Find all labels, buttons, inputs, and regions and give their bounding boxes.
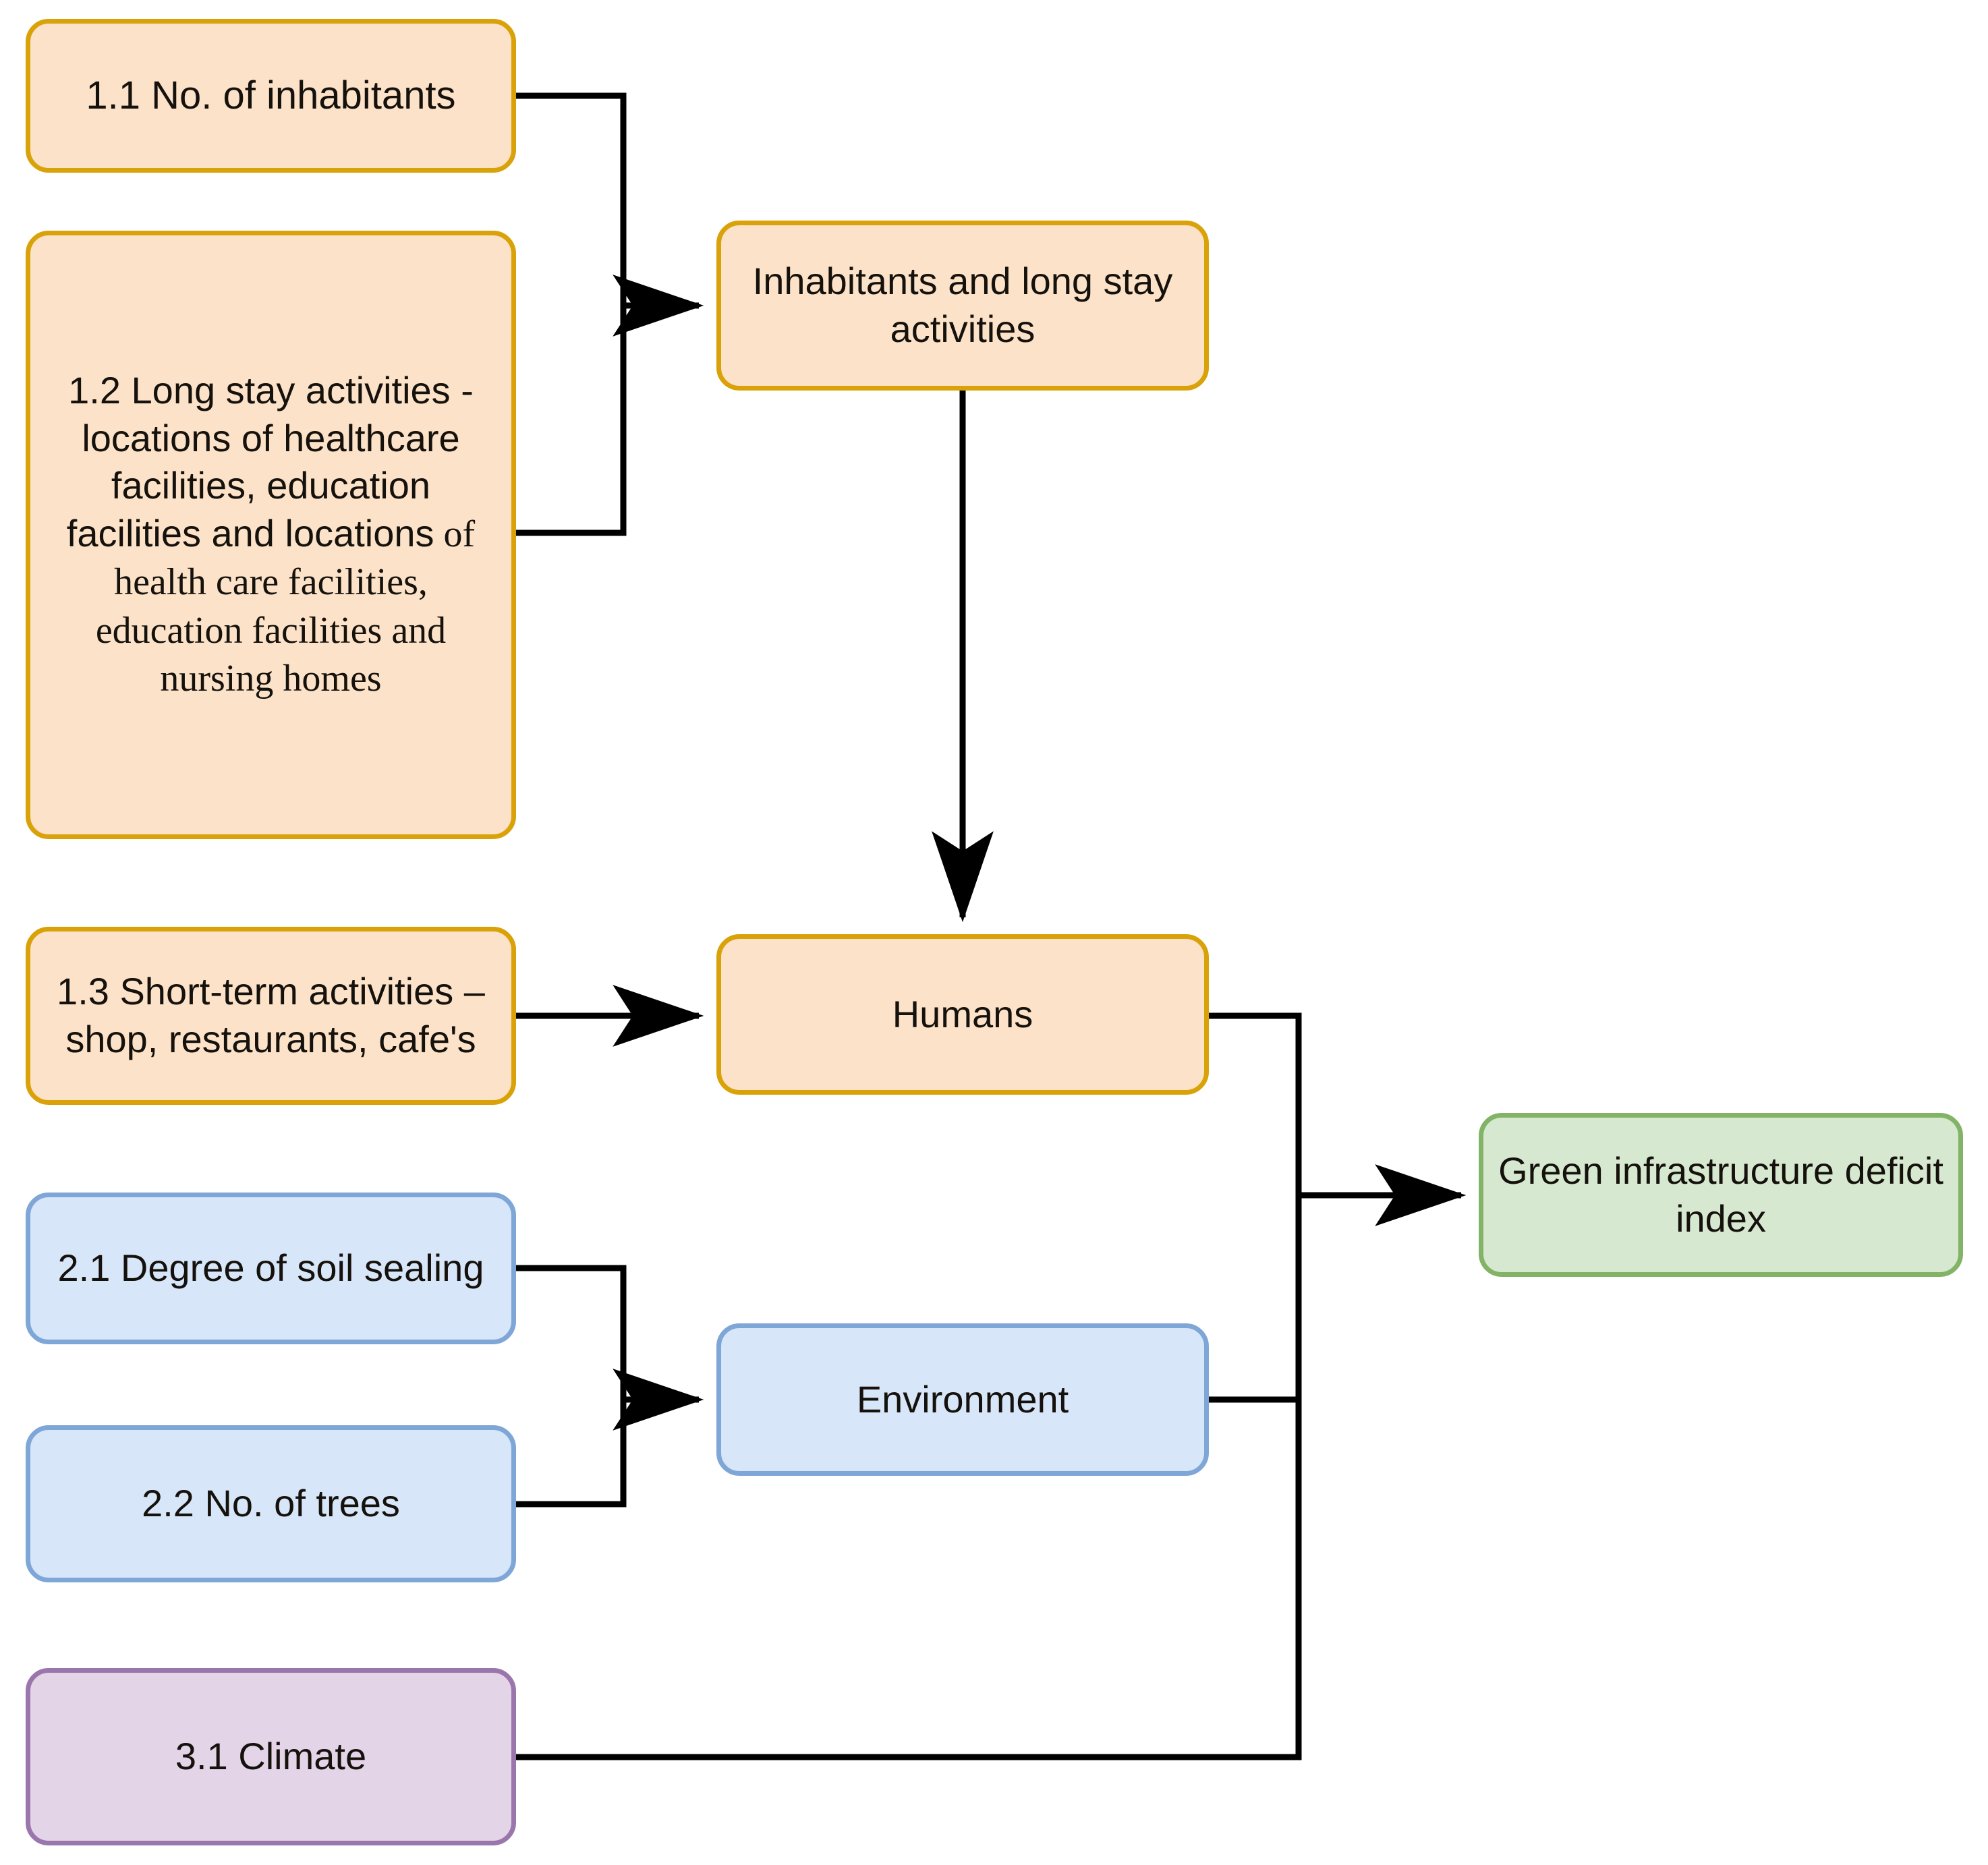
node-climate-label: 3.1 Climate [175, 1735, 367, 1778]
node-long-stay-activities[interactable]: 1.2 Long stay activities - locations of … [26, 231, 516, 839]
edge-humans-to-index [1209, 1012, 1302, 1195]
node-long-stay-head: 1.2 Long stay activities - locations of … [66, 369, 474, 554]
node-environment[interactable]: Environment [716, 1323, 1209, 1476]
node-humans-label: Humans [892, 992, 1033, 1035]
node-inhabitants-and-long-stay-activities[interactable]: Inhabitants and long stay activities [716, 221, 1209, 391]
edge-climate-to-index [516, 1195, 1302, 1760]
node-environment-label: Environment [856, 1377, 1069, 1421]
node-inhabitants[interactable]: 1.1 No. of inhabitants [26, 19, 516, 173]
node-long-stay-tail: of health care facilities, education fac… [95, 513, 476, 700]
node-degree-of-soil-sealing-label: 2.1 Degree of soil sealing [57, 1246, 484, 1290]
node-short-term-activities[interactable]: 1.3 Short-term activities – shop, restau… [26, 927, 516, 1105]
node-degree-of-soil-sealing[interactable]: 2.1 Degree of soil sealing [26, 1193, 516, 1344]
node-number-of-trees-label: 2.2 No. of trees [142, 1482, 400, 1525]
edge-longstay-to-group [516, 306, 627, 536]
edge-soilsealing-to-environment [516, 1265, 627, 1400]
edge-environment-to-index [1209, 1195, 1302, 1403]
node-green-infrastructure-deficit-index[interactable]: Green infrastructure deficit index [1479, 1113, 1963, 1277]
node-inhabitants-label: 1.1 No. of inhabitants [86, 74, 456, 118]
node-number-of-trees[interactable]: 2.2 No. of trees [26, 1425, 516, 1582]
node-climate[interactable]: 3.1 Climate [26, 1668, 516, 1845]
node-inhabitants-and-long-stay-activities-label: Inhabitants and long stay activities [752, 260, 1173, 350]
edge-inhabitants-to-group [516, 92, 627, 306]
node-humans[interactable]: Humans [716, 934, 1209, 1095]
node-green-infrastructure-deficit-index-label: Green infrastructure deficit index [1498, 1149, 1943, 1240]
edge-trees-to-environment [516, 1400, 627, 1508]
node-short-term-activities-label: 1.3 Short-term activities – shop, restau… [57, 970, 485, 1060]
node-long-stay-activities-label: 1.2 Long stay activities - locations of … [40, 367, 502, 703]
